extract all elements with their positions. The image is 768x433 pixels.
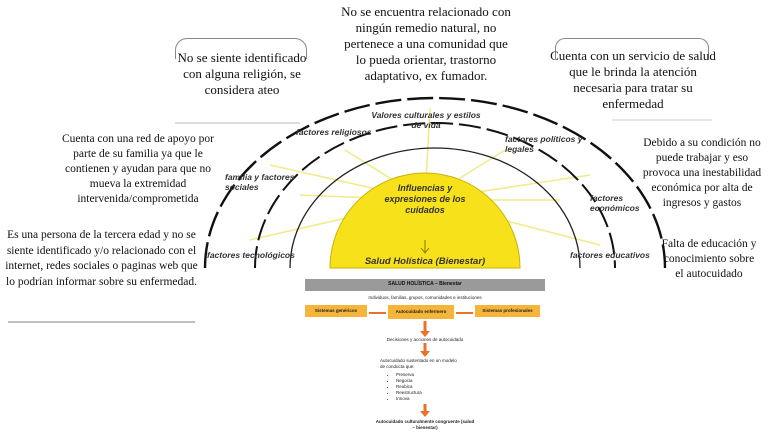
- label-family: familia y factores sociales: [225, 172, 295, 192]
- model-decisions: Decisiones y acciones de autocuidado: [386, 337, 464, 342]
- inner-arc: [289, 147, 581, 269]
- label-economic: factores económicos: [590, 193, 640, 213]
- callout-bracket-left: [175, 38, 307, 59]
- outer-arc: [203, 96, 667, 269]
- model-header-bar: [305, 279, 545, 291]
- note-top-left: No se siente identificado con alguna rel…: [177, 50, 307, 97]
- model-subheader: Individuos, familias, grupos, comunidade…: [368, 295, 482, 300]
- label-educational: factores educativos: [570, 250, 650, 260]
- sun-half-circle: [329, 172, 521, 269]
- model-box-generic: Sistemas genéricos: [305, 305, 367, 317]
- label-technological: factores tecnológicos: [207, 250, 295, 260]
- label-cultural: Valores culturales y estilos de vida: [371, 110, 481, 130]
- label-religious: factores religiosos: [296, 127, 372, 137]
- model-box-professional: Sistemas profesionales: [475, 305, 540, 317]
- note-left-tech: Es una persona de la tercera edad y no s…: [5, 229, 198, 288]
- model-item: Reestructura: [396, 390, 422, 396]
- note-top-right: Cuenta con un servicio de salud que le b…: [550, 48, 716, 111]
- note-right-econ: Debido a su condición no puede trabajar …: [642, 137, 762, 209]
- model-items: Preserva Negocia Reubica Reestructura In…: [388, 372, 422, 402]
- note-left-family: Cuenta con una red de apoyo por parte de…: [61, 133, 214, 205]
- model-sustained: Autocuidado sustentado en un modelo de c…: [380, 358, 457, 369]
- center-base: Salud Holística (Bienestar): [364, 256, 486, 267]
- note-right-edu: Falta de educación y conocimiento sobre …: [661, 238, 757, 280]
- center-influences: Influencias y expresiones de los cuidado…: [384, 183, 466, 215]
- model-item: Reubica: [396, 384, 422, 390]
- model-footer: Autocuidado culturalmente congruente (sa…: [375, 419, 475, 430]
- callout-bracket-right: [555, 38, 709, 59]
- model-box-nursing: Autocuidado enfermero: [388, 305, 454, 319]
- model-item: Negocia: [396, 378, 422, 384]
- note-top-center: No se encuentra relacionado con ningún r…: [341, 4, 511, 83]
- model-item: Innova: [396, 396, 422, 402]
- model-header: SALUD HOLÍSTICA – Bienestar: [388, 281, 462, 287]
- middle-arc: [254, 122, 616, 269]
- model-item: Preserva: [396, 372, 422, 378]
- label-political: factores políticos y legales: [505, 134, 583, 154]
